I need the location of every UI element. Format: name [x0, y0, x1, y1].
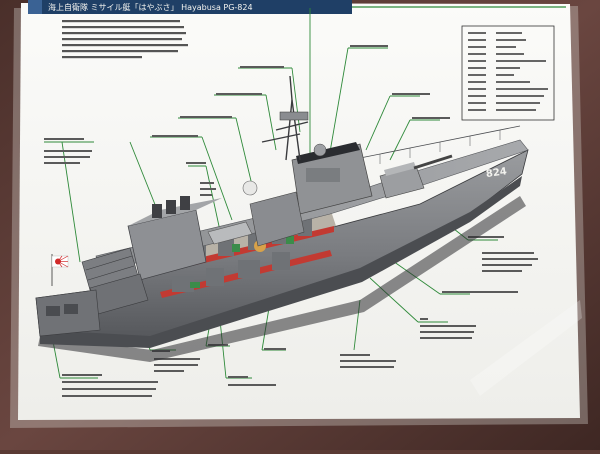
header-white-tab — [28, 0, 42, 14]
radome-1 — [243, 181, 257, 195]
sheet-title: 海上自衛隊 ミサイル艇「はやぶさ」 Hayabusa PG-824 — [48, 2, 348, 14]
